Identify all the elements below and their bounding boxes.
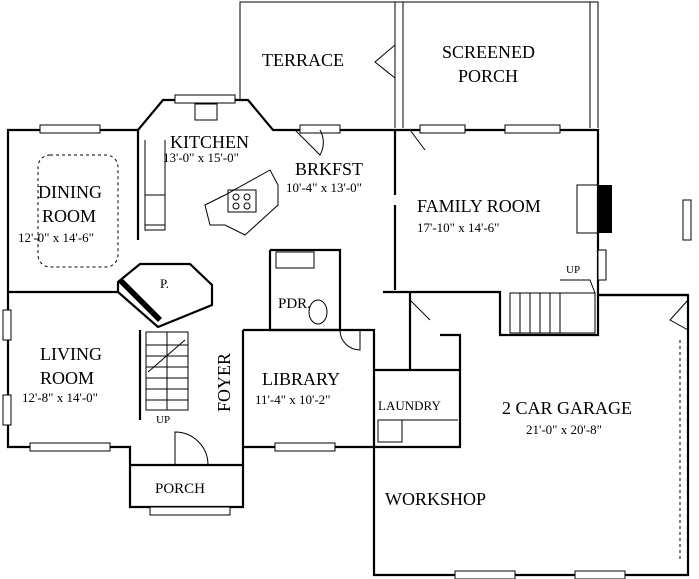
library-dims: 11'-4" x 10'-2" xyxy=(255,392,330,407)
laundry-label: LAUNDRY xyxy=(378,398,441,413)
kitchen-label: KITCHEN xyxy=(170,132,249,152)
screened-porch-label-2: PORCH xyxy=(458,66,518,86)
windows xyxy=(2,94,692,579)
family-room-dims: 17'-10" x 14'-6" xyxy=(417,220,499,235)
foyer-label: FOYER xyxy=(214,353,234,412)
front-porch xyxy=(130,431,243,516)
family-stairs xyxy=(509,279,596,334)
breakfast-dims: 10'-4" x 13'-0" xyxy=(286,180,362,195)
family-stairs-up-label: UP xyxy=(566,264,580,276)
screened-porch-label-1: SCREENED xyxy=(442,42,535,62)
powder-room-label: PDR. xyxy=(278,296,311,312)
main-stairs xyxy=(145,331,189,411)
main-stairs-up-label: UP xyxy=(156,414,170,426)
workshop-label: WORKSHOP xyxy=(385,489,486,509)
terrace-area xyxy=(239,1,599,128)
dining-dims: 12'-0" x 14'-6" xyxy=(18,230,94,245)
dining-label-1: DINING xyxy=(38,182,102,202)
interior-walls xyxy=(8,103,681,560)
living-room-dims: 12'-8" x 14'-0" xyxy=(22,390,98,405)
dining-ceiling-detail xyxy=(37,154,119,268)
doors xyxy=(294,129,689,351)
living-room-label-2: ROOM xyxy=(40,368,94,388)
dining-label-2: ROOM xyxy=(42,206,96,226)
garage-dims: 21'-0" x 20'-8" xyxy=(526,422,602,437)
porch-label: PORCH xyxy=(155,481,205,497)
library-label: LIBRARY xyxy=(262,369,340,389)
breakfast-label: BRKFST xyxy=(295,159,363,179)
garage-label: 2 CAR GARAGE xyxy=(502,398,632,418)
pantry-label: P. xyxy=(160,276,169,291)
family-room-label: FAMILY ROOM xyxy=(417,196,541,216)
terrace-label: TERRACE xyxy=(262,50,344,70)
living-room-label-1: LIVING xyxy=(40,344,102,364)
kitchen-dims: 13'-0" x 15'-0" xyxy=(163,150,239,165)
